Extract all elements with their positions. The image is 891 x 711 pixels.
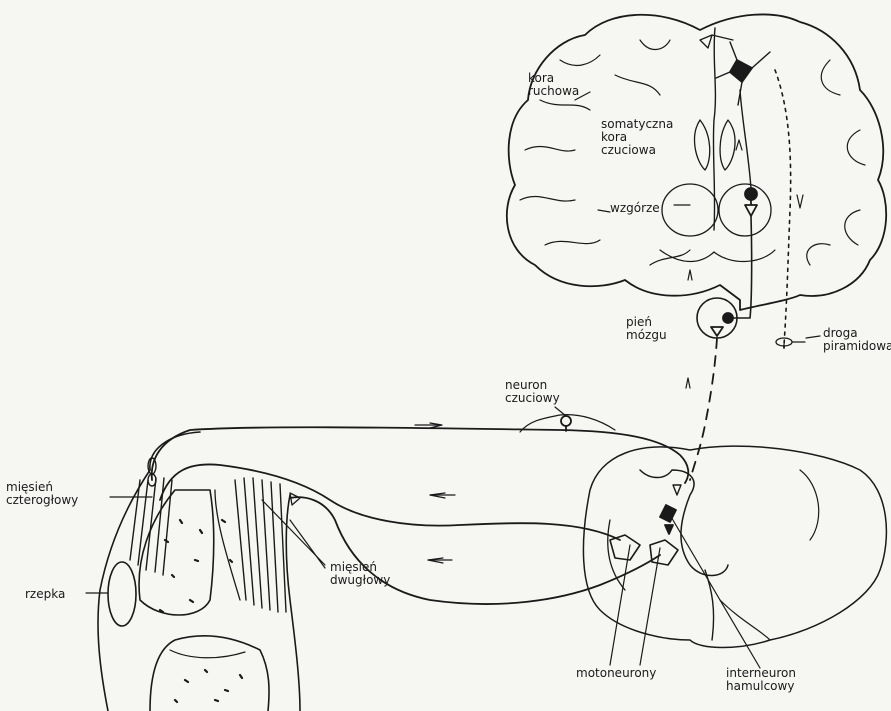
label-biceps-femoris: mięsień dwugłowy <box>330 561 390 587</box>
motor-fiber-hamstring <box>290 497 660 604</box>
ascending-pathway <box>690 338 717 480</box>
label-quadriceps: mięsień czterogłowy <box>6 481 78 507</box>
label-pyramidal-tract: droga piramidowa <box>823 327 891 353</box>
leg-section <box>98 458 300 711</box>
arrow-down-icon <box>797 195 803 208</box>
leader-lines <box>86 92 820 668</box>
pyramidal-tract <box>775 70 791 345</box>
patella <box>108 562 136 626</box>
label-sensory-neuron: neuron czuciowy <box>505 379 560 405</box>
label-patella: rzepka <box>25 588 65 601</box>
spinal-cord-section <box>583 446 886 647</box>
inhibitory-interneuron <box>660 485 681 534</box>
label-thalamus: wzgórze <box>610 202 660 215</box>
sensory-neuron-body <box>561 416 571 426</box>
label-motor-cortex: kora ruchowa <box>528 72 579 98</box>
brainstem <box>688 216 752 338</box>
sensory-fiber <box>152 427 689 483</box>
motor-fiber-quadriceps <box>160 464 620 540</box>
label-motoneurons: motoneurony <box>576 667 656 680</box>
label-inhibitory-interneuron: interneuron hamulcowy <box>726 667 796 693</box>
thalamic-relay <box>736 90 757 216</box>
cortical-pyramidal-neuron <box>700 35 770 105</box>
brain-outline <box>507 14 886 310</box>
label-somatosensory-cortex: somatyczna kora czuciowa <box>601 118 673 157</box>
label-brainstem: pień mózgu <box>626 316 667 342</box>
